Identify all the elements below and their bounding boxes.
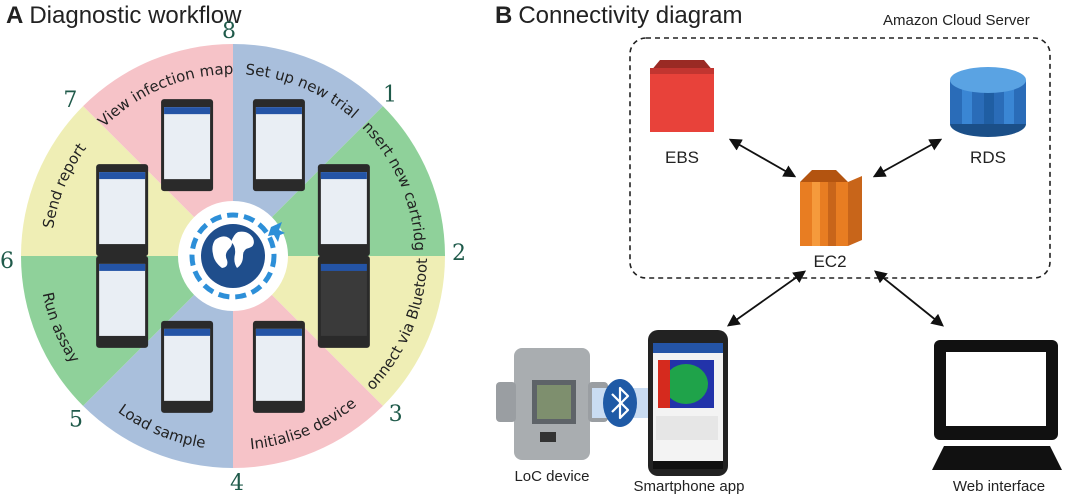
- loc-device-label: LoC device: [514, 468, 590, 485]
- bluetooth-icon: [603, 379, 637, 427]
- ec2-label: EC2: [813, 252, 847, 271]
- step-screenshot-3: [317, 255, 370, 348]
- arrow-rds-ec2: [872, 138, 943, 178]
- arrow-ec2-smartphone: [726, 270, 807, 327]
- step-number-2: 2: [452, 241, 466, 266]
- step-number-1: 1: [383, 82, 397, 107]
- cloud-server-label: Amazon Cloud Server: [883, 12, 1030, 29]
- step-number-6: 6: [0, 249, 14, 274]
- panel-a-letter: A: [6, 2, 24, 29]
- rds-icon: [950, 67, 1026, 137]
- step-sector-1: [233, 44, 383, 256]
- panel-b-title-text: Connectivity diagram: [518, 2, 743, 29]
- step-screenshot-7: [96, 164, 149, 257]
- panel-a-title-text: Diagnostic workflow: [29, 2, 242, 29]
- step-number-7: 7: [63, 88, 77, 113]
- smartphone-label: Smartphone app: [633, 478, 745, 495]
- ebs-label: EBS: [664, 148, 700, 167]
- loc-device-icon: [496, 348, 608, 460]
- arrow-ebs-ec2: [728, 138, 797, 178]
- ebs-icon: [650, 60, 714, 132]
- rds-label: RDS: [970, 148, 1006, 167]
- step-number-3: 3: [389, 402, 403, 427]
- step-sector-8: [83, 44, 234, 256]
- step-number-5: 5: [69, 408, 83, 433]
- step-sector-4: [233, 256, 383, 468]
- step-number-4: 4: [230, 471, 244, 496]
- step-screenshot-1: [252, 99, 305, 192]
- step-screenshot-6: [96, 255, 149, 348]
- wheel-screens: [96, 99, 370, 413]
- step-screenshot-4: [252, 320, 305, 413]
- step-screenshot-2: [317, 164, 370, 257]
- wheel-numbers: 1 2 3 4 5 6 7 8: [0, 19, 466, 496]
- workflow-wheel: Set up new trialInsert new cartridgeConn…: [0, 0, 466, 496]
- step-screenshot-8: [161, 99, 214, 192]
- center-globe-icon: [178, 201, 288, 311]
- step-screenshot-5: [161, 320, 214, 413]
- panel-b-letter: B: [495, 2, 513, 29]
- monitor-icon: [932, 340, 1062, 470]
- step-number-8: 8: [222, 19, 236, 44]
- cloud-server-box: [629, 37, 1051, 279]
- arrow-ec2-web: [874, 270, 944, 327]
- smartphone-icon: [648, 330, 728, 476]
- ec2-icon: [800, 170, 862, 246]
- web-interface-label: Web interface: [952, 478, 1046, 495]
- step-sector-5: [83, 256, 234, 468]
